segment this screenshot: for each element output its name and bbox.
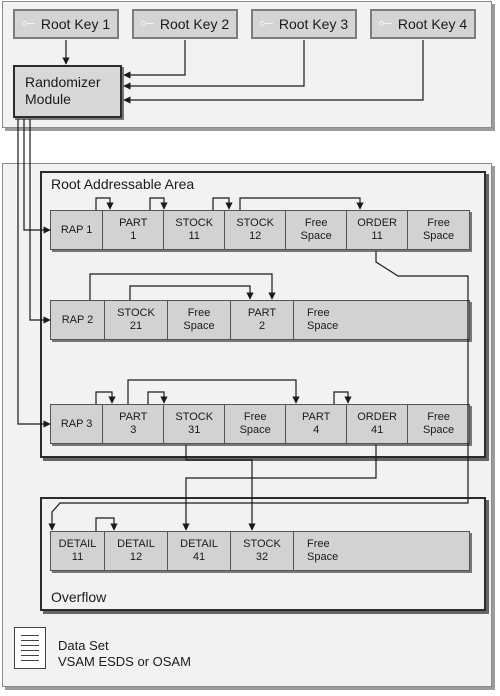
randomizer-module: Randomizer Module (13, 65, 122, 118)
chain-part3-part4 (127, 379, 300, 404)
chain-rap1-part1 (95, 197, 114, 210)
overflow-title: Overflow (51, 589, 107, 605)
arrow-key3 (123, 40, 305, 90)
chain-stock11-stock12 (212, 197, 233, 210)
root-key-4: Root Key 4 (370, 9, 476, 39)
chain-stock12-order11 (239, 197, 364, 210)
row1-cell-rap: RAP 1 (51, 211, 104, 249)
root-key-2-label: Root Key 2 (159, 16, 230, 32)
randomizer-label-line1: Randomizer (25, 74, 101, 90)
arrow-rap3 (17, 119, 51, 428)
chain-stock21-part2 (129, 285, 254, 300)
arrow-rap2 (29, 119, 51, 324)
root-key-3-label: Root Key 3 (278, 16, 349, 32)
key-icon (259, 21, 273, 27)
arrow-rap1 (23, 119, 51, 234)
chain-order41-detail41 (182, 445, 377, 531)
data-set-icon (14, 627, 46, 669)
legend-line2: VSAM ESDS or OSAM (58, 654, 191, 669)
row3-cell-rap: RAP 3 (51, 405, 104, 443)
row2-cell-rap: RAP 2 (51, 301, 105, 339)
root-key-2: Root Key 2 (132, 9, 238, 39)
arrow-key2 (123, 40, 186, 79)
chain-rap2-part2 (89, 273, 276, 300)
chain-part3-stock31 (147, 391, 168, 404)
root-key-4-label: Root Key 4 (397, 16, 468, 32)
randomizer-label-line2: Module (25, 91, 71, 107)
legend-text: Data Set VSAM ESDS or OSAM (58, 638, 191, 670)
key-icon (21, 21, 35, 27)
root-key-1-label: Root Key 1 (40, 16, 111, 32)
root-key-3: Root Key 3 (251, 9, 357, 39)
legend-line1: Data Set (58, 638, 109, 653)
chain-detail11-detail12 (95, 517, 118, 531)
key-icon (140, 21, 154, 27)
chain-stock31-stock32 (185, 445, 256, 531)
root-addressable-area-title: Root Addressable Area (51, 176, 195, 192)
chain-rap3-part3 (95, 391, 116, 404)
chain-order11-detail11 (48, 251, 469, 531)
key-icon (378, 21, 392, 27)
arrow-key4 (123, 40, 424, 104)
root-key-1: Root Key 1 (13, 9, 119, 39)
chain-part1-stock11 (149, 197, 168, 210)
chain-part4-order41 (333, 391, 352, 404)
